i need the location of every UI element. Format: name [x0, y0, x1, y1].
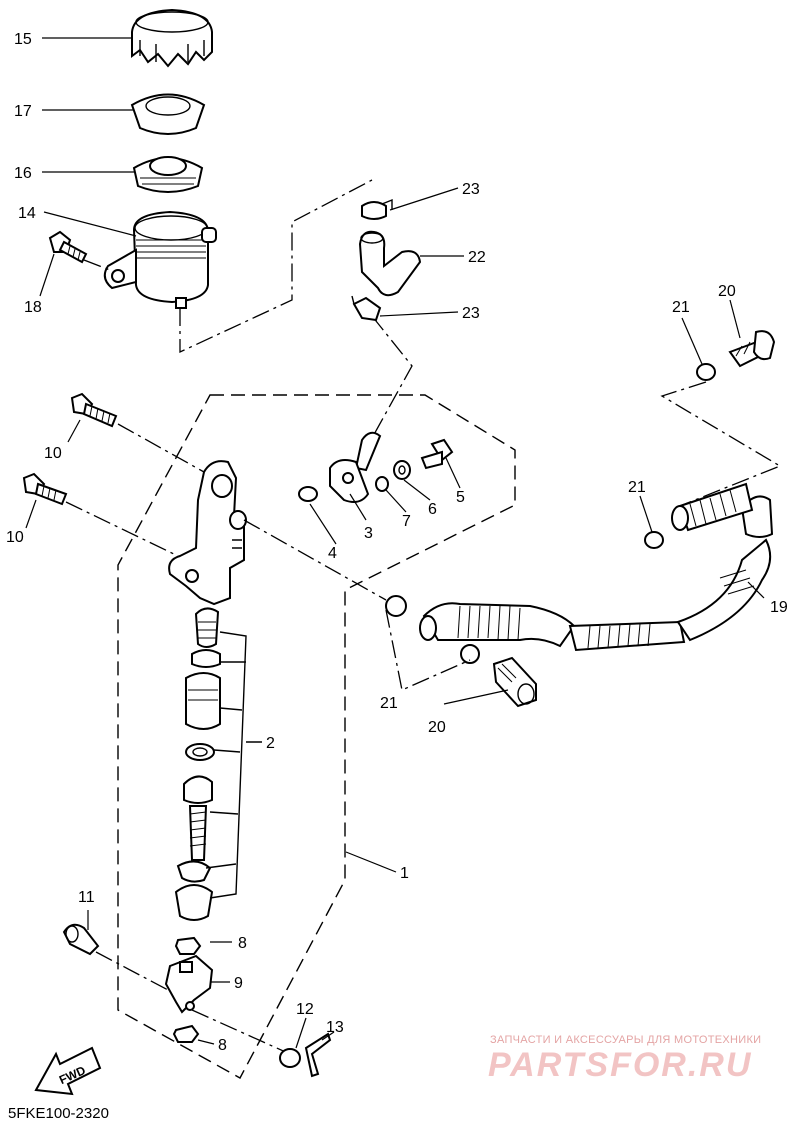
- reservoir-diaphragm: [132, 156, 204, 193]
- mounting-bolt-lower: [22, 472, 68, 506]
- callout-labels: 15 17 16 14 18 23 22 23 10 10 4 3 7 6 5 …: [6, 31, 788, 1054]
- cotter-pin: [304, 1032, 332, 1078]
- copper-washer-upper: [385, 595, 407, 617]
- callout-2: 2: [266, 735, 275, 752]
- diagram-code: 5FKE100-2320: [8, 1105, 109, 1122]
- push-rod-nut-upper: [174, 936, 202, 955]
- union-bolt-lower: [492, 656, 537, 708]
- callout-5: 5: [456, 489, 465, 506]
- piston-kit: [174, 607, 262, 921]
- callout-1: 1: [400, 865, 409, 882]
- reservoir-bolt: [48, 230, 88, 264]
- callout-21-mid: 21: [628, 479, 646, 496]
- callout-23-upper: 23: [462, 181, 480, 198]
- bolt-10-upper-route: [117, 423, 205, 473]
- callout-18: 18: [24, 299, 42, 316]
- callout-22: 22: [468, 249, 486, 266]
- joint-washer: [375, 476, 389, 492]
- reservoir-tank: [103, 210, 217, 309]
- copper-washer-top: [696, 363, 716, 381]
- callout-10-lower: 10: [6, 529, 24, 546]
- callout-10-upper: 10: [44, 445, 62, 462]
- plain-washer: [279, 1048, 301, 1068]
- joint-screw: [420, 438, 454, 470]
- brake-hose: [419, 482, 774, 652]
- callout-11: 11: [78, 889, 95, 906]
- copper-washer-lower: [460, 644, 480, 664]
- callout-6: 6: [428, 501, 437, 518]
- master-cylinder-body: [168, 460, 247, 606]
- clevis-pin-route: [95, 951, 169, 991]
- callout-15: 15: [14, 31, 32, 48]
- reservoir-hose: [358, 230, 422, 297]
- hose-lower-route: [385, 609, 471, 691]
- hose-upper-route: [660, 381, 782, 507]
- callout-3: 3: [364, 525, 373, 542]
- callout-21-bottom: 21: [380, 695, 398, 712]
- reservoir-cap: [131, 8, 213, 68]
- pin-washer-route: [191, 1009, 291, 1055]
- diaphragm-plate: [130, 93, 206, 135]
- master-cylinder-assembly-boundary: [117, 394, 516, 1079]
- watermark-brand-logo: PARTSFOR.RU: [488, 1046, 753, 1084]
- callout-14: 14: [18, 205, 36, 222]
- hose-joint: [329, 431, 382, 503]
- callout-21-top: 21: [672, 299, 690, 316]
- callout-8-upper: 8: [238, 935, 247, 952]
- reservoir-hose-route: [179, 179, 373, 354]
- push-rod-nut-lower: [172, 1024, 200, 1043]
- callout-20-top: 20: [718, 283, 736, 300]
- fwd-arrow-icon: FWD: [34, 1046, 102, 1096]
- callout-16: 16: [14, 165, 32, 182]
- watermark-tagline: ЗАПЧАСТИ И АКСЕССУАРЫ ДЛЯ МОТОТЕХНИКИ: [490, 1034, 762, 1046]
- hose-clamp-upper: [361, 198, 393, 220]
- bolt-18-route: [83, 259, 111, 271]
- callout-20-bottom: 20: [428, 719, 446, 736]
- callout-17: 17: [14, 103, 32, 120]
- hose-elbow-route: [371, 315, 413, 439]
- copper-washer-mid: [644, 531, 664, 549]
- clevis: [164, 954, 214, 1014]
- callout-8-lower: 8: [218, 1037, 227, 1054]
- clevis-pin: [62, 923, 100, 956]
- union-bolt-route: [243, 519, 387, 601]
- callout-7: 7: [402, 513, 411, 530]
- union-bolt-upper: [728, 330, 776, 368]
- joint-spacer: [393, 460, 411, 480]
- callout-12: 12: [296, 1001, 314, 1018]
- callout-4: 4: [328, 545, 337, 562]
- mounting-bolt-upper: [70, 392, 118, 428]
- callout-23-lower: 23: [462, 305, 480, 322]
- callout-13: 13: [326, 1019, 344, 1036]
- hose-clamp-lower: [351, 295, 382, 322]
- callout-9: 9: [234, 975, 243, 992]
- bolt-10-lower-route: [65, 501, 179, 557]
- o-ring: [298, 486, 318, 502]
- leader-lines: [25, 37, 765, 1049]
- callout-19: 19: [770, 599, 788, 616]
